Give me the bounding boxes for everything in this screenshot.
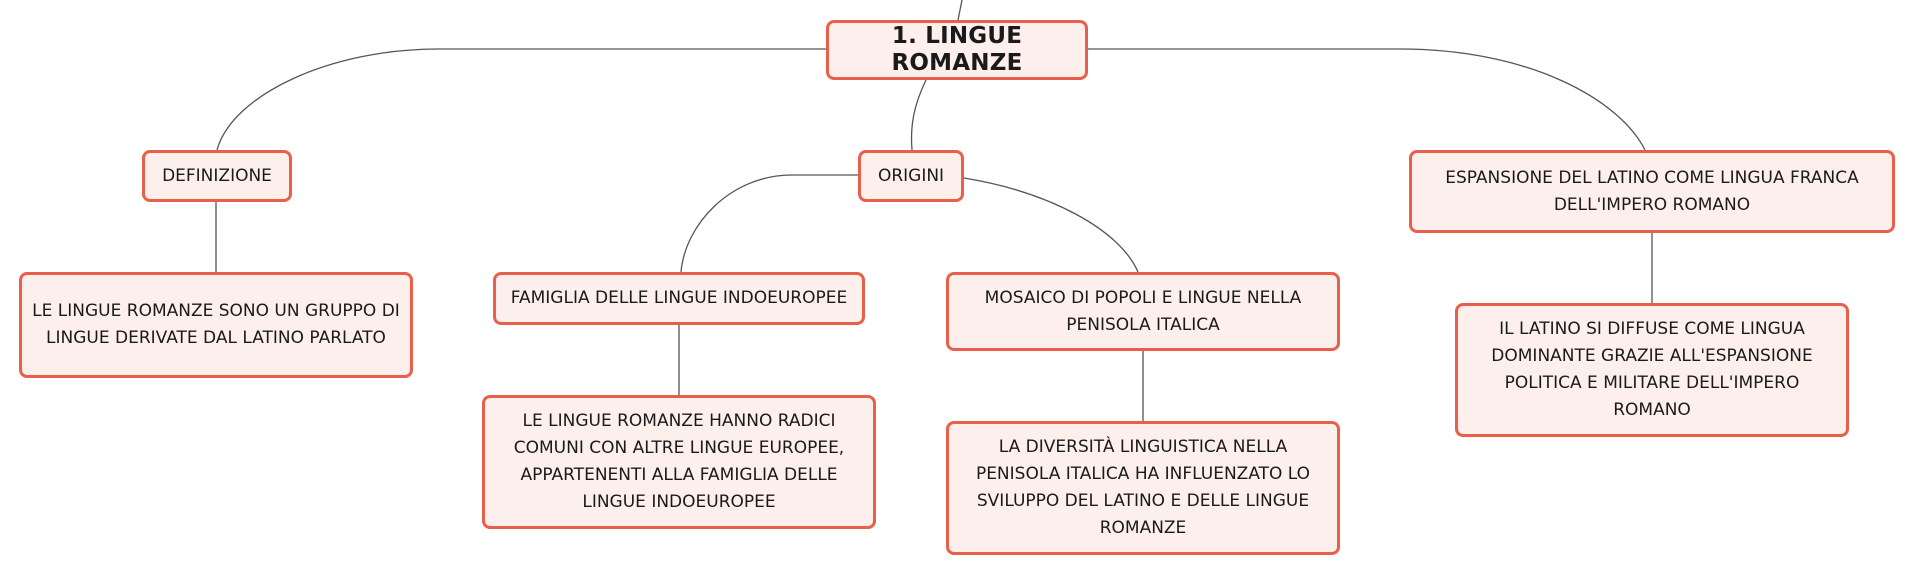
espansione-text-label: IL LATINO SI DIFFUSE COME LINGUA DOMINAN… xyxy=(1491,319,1813,420)
connector-root-origini xyxy=(910,79,927,151)
connector-origini-mosaico xyxy=(963,177,1139,273)
definizione-node[interactable]: DEFINIZIONE xyxy=(142,150,292,202)
definizione-text-node[interactable]: LE LINGUE ROMANZE SONO UN GRUPPO DI LING… xyxy=(19,272,413,378)
famiglia-node[interactable]: FAMIGLIA DELLE LINGUE INDOEUROPEE xyxy=(493,272,865,325)
famiglia-text-node[interactable]: LE LINGUE ROMANZE HANNO RADICI COMUNI CO… xyxy=(482,395,876,529)
connector-root-parent xyxy=(957,0,963,21)
definizione-node-label: DEFINIZIONE xyxy=(162,165,272,186)
espansione-node-label: ESPANSIONE DEL LATINO COME LINGUA FRANCA… xyxy=(1445,167,1859,215)
connector-origini-famiglia xyxy=(680,174,860,273)
connector-root-definizione xyxy=(216,48,826,151)
espansione-node[interactable]: ESPANSIONE DEL LATINO COME LINGUA FRANCA… xyxy=(1409,150,1895,233)
root-node[interactable]: 1. LINGUE ROMANZE xyxy=(826,20,1088,80)
connector-root-espansione xyxy=(1088,48,1646,151)
mosaico-node[interactable]: MOSAICO DI POPOLI E LINGUE NELLA PENISOL… xyxy=(946,272,1340,351)
root-node-label: 1. LINGUE ROMANZE xyxy=(891,23,1023,76)
famiglia-node-label: FAMIGLIA DELLE LINGUE INDOEUROPEE xyxy=(510,288,848,308)
definizione-text-label: LE LINGUE ROMANZE SONO UN GRUPPO DI LING… xyxy=(32,301,400,348)
origini-node-label: ORIGINI xyxy=(877,165,945,186)
espansione-text-node[interactable]: IL LATINO SI DIFFUSE COME LINGUA DOMINAN… xyxy=(1455,303,1849,437)
famiglia-text-label: LE LINGUE ROMANZE HANNO RADICI COMUNI CO… xyxy=(513,411,845,512)
origini-node[interactable]: ORIGINI xyxy=(858,150,964,202)
mosaico-text-node[interactable]: LA DIVERSITÀ LINGUISTICA NELLA PENISOLA … xyxy=(946,421,1340,555)
mosaico-text-label: LA DIVERSITÀ LINGUISTICA NELLA PENISOLA … xyxy=(975,437,1311,538)
mosaico-node-label: MOSAICO DI POPOLI E LINGUE NELLA PENISOL… xyxy=(984,287,1302,335)
